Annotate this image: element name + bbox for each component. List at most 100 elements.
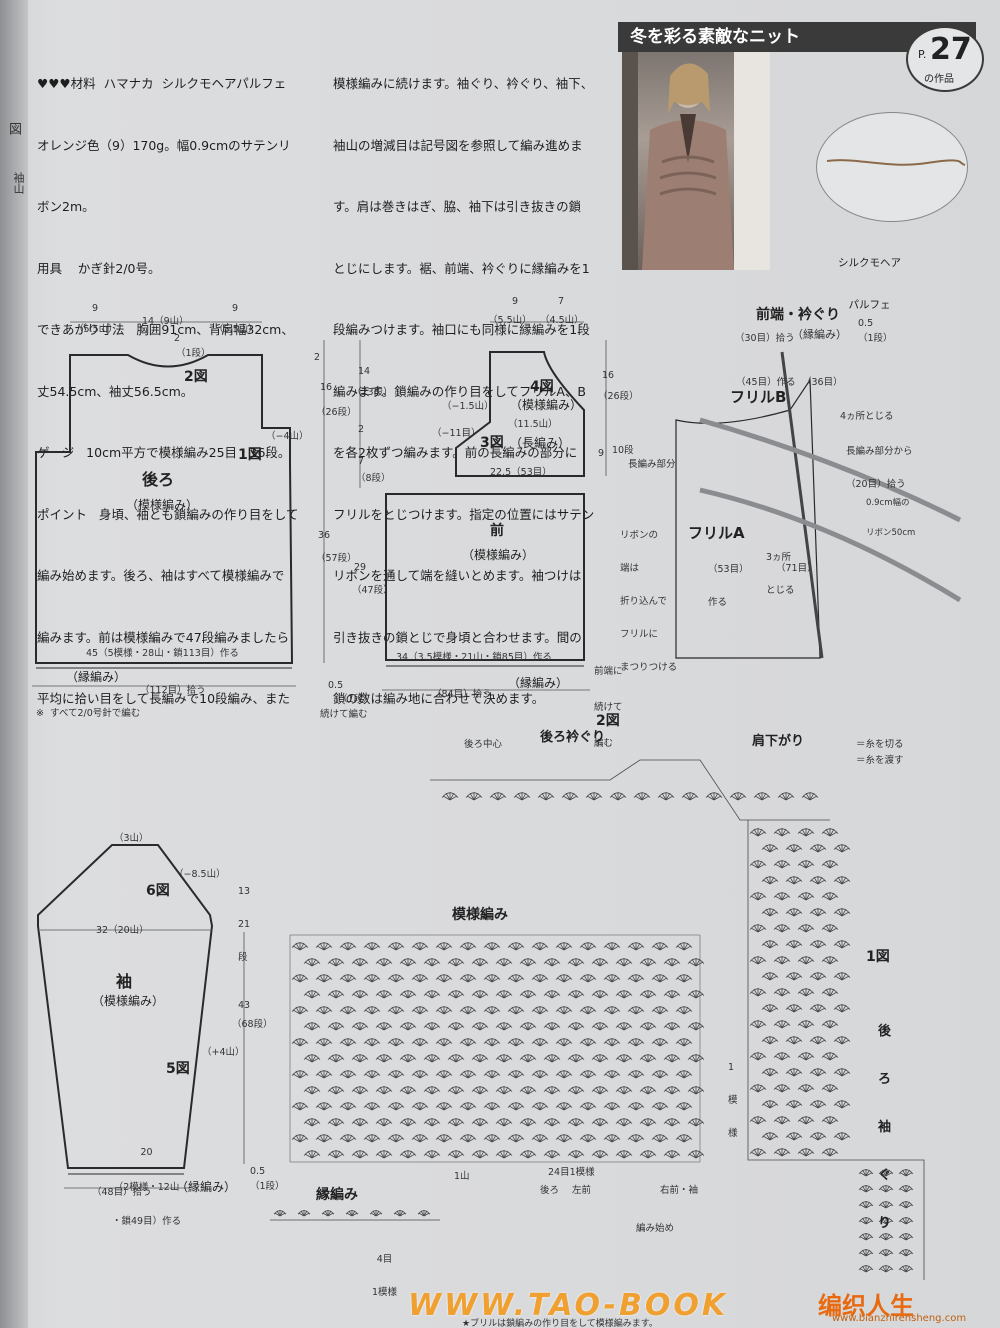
- shell-stitch-symbol: [797, 1084, 815, 1093]
- label-right-front: 右前・袖: [660, 1185, 699, 1196]
- shell-stitch-symbol: [507, 974, 525, 983]
- shell-stitch-symbol: [777, 792, 795, 801]
- frill-title: 前端・衿ぐり: [756, 307, 840, 323]
- shell-stitch-symbol: [543, 1022, 561, 1031]
- edging-title: 縁編み: [316, 1187, 358, 1203]
- shell-stitch-symbol: [339, 974, 357, 983]
- sleeve-fig6: 6図: [146, 883, 170, 899]
- shell-stitch-symbol: [627, 1070, 645, 1079]
- shell-stitch-symbol: [459, 1006, 477, 1015]
- shell-stitch-symbol: [315, 1006, 333, 1015]
- sleeve-edge: （縁編み）: [176, 1180, 237, 1194]
- instruction-line: 丈54.5cm、袖丈56.5cm。: [37, 383, 194, 399]
- shell-stitch-symbol: [303, 1022, 321, 1031]
- shell-stitch-symbol: [773, 956, 791, 965]
- note-line: 様: [728, 1128, 738, 1139]
- shell-stitch-symbol: [809, 844, 827, 853]
- back-armhole-label: 後 ろ 袖 ぐ り: [878, 992, 896, 1264]
- shell-stitch-symbol: [809, 972, 827, 981]
- shell-stitch-symbol: [375, 1118, 393, 1127]
- shell-stitch-symbol: [833, 1068, 851, 1077]
- shell-stitch-symbol: [519, 1150, 537, 1159]
- shell-stitch-symbol: [303, 1086, 321, 1095]
- shell-stitch-symbol: [749, 1148, 767, 1157]
- shell-stitch-symbol: [749, 1116, 767, 1125]
- front-fig3-stitch: （長編み）: [510, 436, 571, 450]
- shell-stitch-symbol: [531, 1070, 549, 1079]
- shell-stitch-symbol: [833, 1100, 851, 1109]
- shell-stitch-symbol: [495, 1054, 513, 1063]
- shell-stitch-symbol: [591, 1118, 609, 1127]
- shell-stitch-symbol: [761, 844, 779, 853]
- shell-stitch-symbol: [339, 942, 357, 951]
- shell-stitch-symbol: [579, 1134, 597, 1143]
- shell-stitch-symbol: [483, 942, 501, 951]
- shell-stitch-symbol: [898, 1185, 914, 1193]
- shell-stitch-symbol: [579, 942, 597, 951]
- shell-stitch-symbol: [447, 1054, 465, 1063]
- shell-stitch-symbol: [495, 1150, 513, 1159]
- shell-stitch-symbol: [858, 1249, 874, 1257]
- shell-stitch-symbol: [591, 1086, 609, 1095]
- dim: 2: [358, 424, 365, 435]
- book-spine: [0, 0, 28, 1328]
- shell-stitch-symbol: [833, 972, 851, 981]
- shell-stitch-symbol: [555, 974, 573, 983]
- front-stitch: （模様編み）: [462, 548, 535, 562]
- shell-stitch-symbol: [797, 956, 815, 965]
- shell-stitch-symbol: [435, 1102, 453, 1111]
- shell-stitch-symbol: [435, 1134, 453, 1143]
- shell-stitch-symbol: [675, 1070, 693, 1079]
- note-line: 折り込んで: [620, 596, 668, 607]
- shell-stitch-symbol: [627, 1038, 645, 1047]
- shell-stitch-symbol: [555, 1038, 573, 1047]
- back-center-label: 後ろ中心: [464, 739, 503, 750]
- shell-stitch-symbol: [543, 958, 561, 967]
- shell-stitch-symbol: [657, 792, 675, 801]
- note-line: 段: [238, 952, 248, 963]
- shell-stitch-symbol: [858, 1185, 874, 1193]
- dim: 43: [238, 1000, 251, 1011]
- shell-stitch-symbol: [483, 1102, 501, 1111]
- shell-stitch-symbol: [399, 958, 417, 967]
- front-fig4-stitch: （模様編み）: [510, 398, 583, 412]
- shell-stitch-symbol: [459, 1070, 477, 1079]
- shell-stitch-symbol: [761, 1036, 779, 1045]
- shell-stitch-symbol: [411, 1102, 429, 1111]
- shell-stitch-symbol: [441, 792, 459, 801]
- label-back: 後ろ: [540, 1185, 560, 1196]
- frill-b-label: フリルB: [730, 388, 787, 406]
- shell-stitch-symbol: [387, 974, 405, 983]
- shell-stitch-symbol: [303, 958, 321, 967]
- note-line: 模: [728, 1095, 738, 1106]
- shell-stitch-symbol: [411, 974, 429, 983]
- shell-stitch-symbol: [773, 860, 791, 869]
- repeat-count: 24目1模様: [548, 1167, 595, 1178]
- shell-stitch-symbol: [675, 1006, 693, 1015]
- note-line: り: [878, 1216, 892, 1231]
- shell-stitch-symbol: [773, 1020, 791, 1029]
- front-body-outline: [385, 493, 585, 661]
- shell-stitch-symbol: [351, 1054, 369, 1063]
- dim: 2: [314, 352, 321, 363]
- legend-cut: ＝糸を切る: [856, 739, 904, 750]
- dim: （+4山）: [202, 1047, 245, 1058]
- instruction-line: とじにします。裾、前端、衿ぐりに縁編みを1: [333, 260, 590, 276]
- shell-stitch-symbol: [507, 1038, 525, 1047]
- shell-stitch-symbol: [785, 1100, 803, 1109]
- shell-stitch-symbol: [785, 972, 803, 981]
- footnote: ※ すべて2/0号針で編む: [36, 708, 141, 719]
- shell-stitch-symbol: [447, 958, 465, 967]
- note-line: 長編み部分から: [846, 446, 913, 457]
- shell-stitch-symbol: [773, 1148, 791, 1157]
- shell-stitch-symbol: [273, 1210, 287, 1217]
- shell-stitch-symbol: [513, 792, 531, 801]
- shell-stitch-symbol: [761, 1100, 779, 1109]
- shell-stitch-symbol: [785, 844, 803, 853]
- model-photo: [622, 52, 770, 270]
- dim: （5.5山）: [74, 324, 118, 335]
- shell-stitch-symbol: [639, 990, 657, 999]
- shell-stitch-symbol: [315, 1102, 333, 1111]
